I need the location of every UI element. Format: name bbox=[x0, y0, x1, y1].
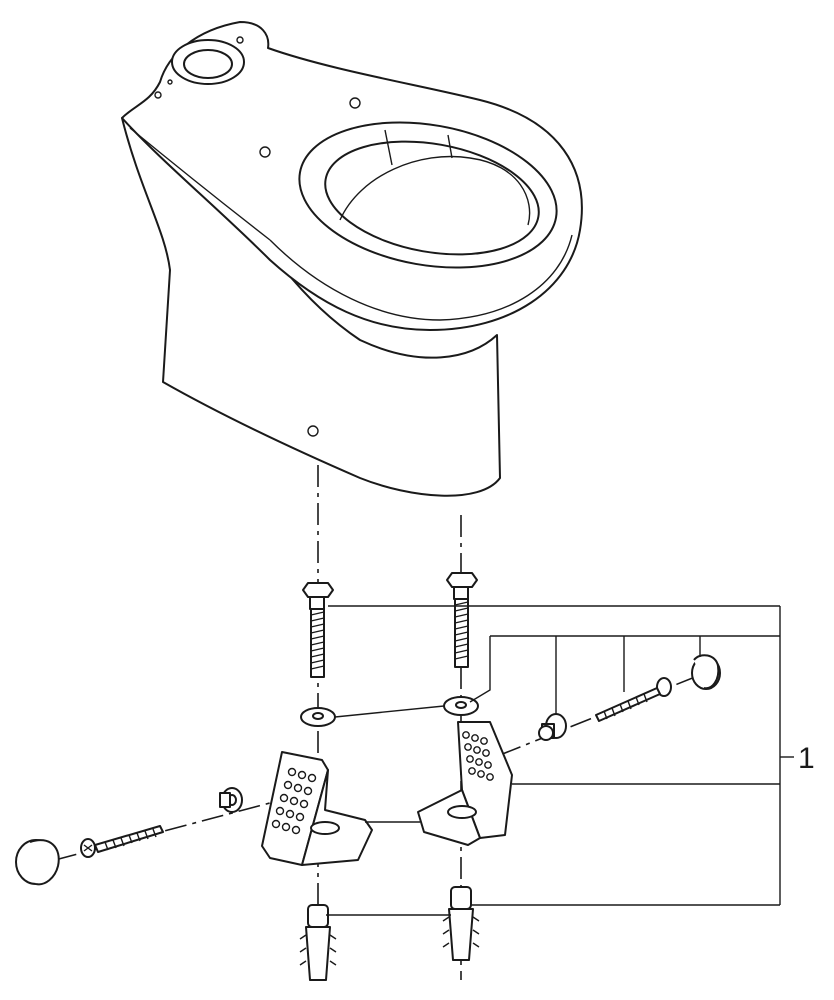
bracket-left-perforations bbox=[271, 767, 317, 835]
screw-left bbox=[80, 825, 164, 858]
bracket-right-perforations bbox=[462, 731, 494, 781]
floor-anchor-left bbox=[299, 904, 337, 981]
bracket-left bbox=[261, 751, 373, 866]
screw-right bbox=[595, 677, 672, 722]
bolt-right bbox=[446, 572, 478, 668]
cover-cap-right bbox=[691, 654, 721, 690]
cover-cap-left bbox=[15, 839, 60, 886]
bolt-left bbox=[302, 582, 334, 678]
callout-number: 1 bbox=[798, 742, 815, 775]
floor-anchor-right bbox=[442, 886, 480, 961]
washer-left bbox=[300, 707, 336, 727]
assembly-centerlines bbox=[54, 465, 701, 980]
toilet-bowl bbox=[121, 21, 583, 497]
callout-leader-lines bbox=[326, 605, 794, 916]
bracket-right bbox=[417, 721, 513, 846]
spacer-right bbox=[538, 713, 567, 741]
spacer-left bbox=[219, 787, 243, 813]
